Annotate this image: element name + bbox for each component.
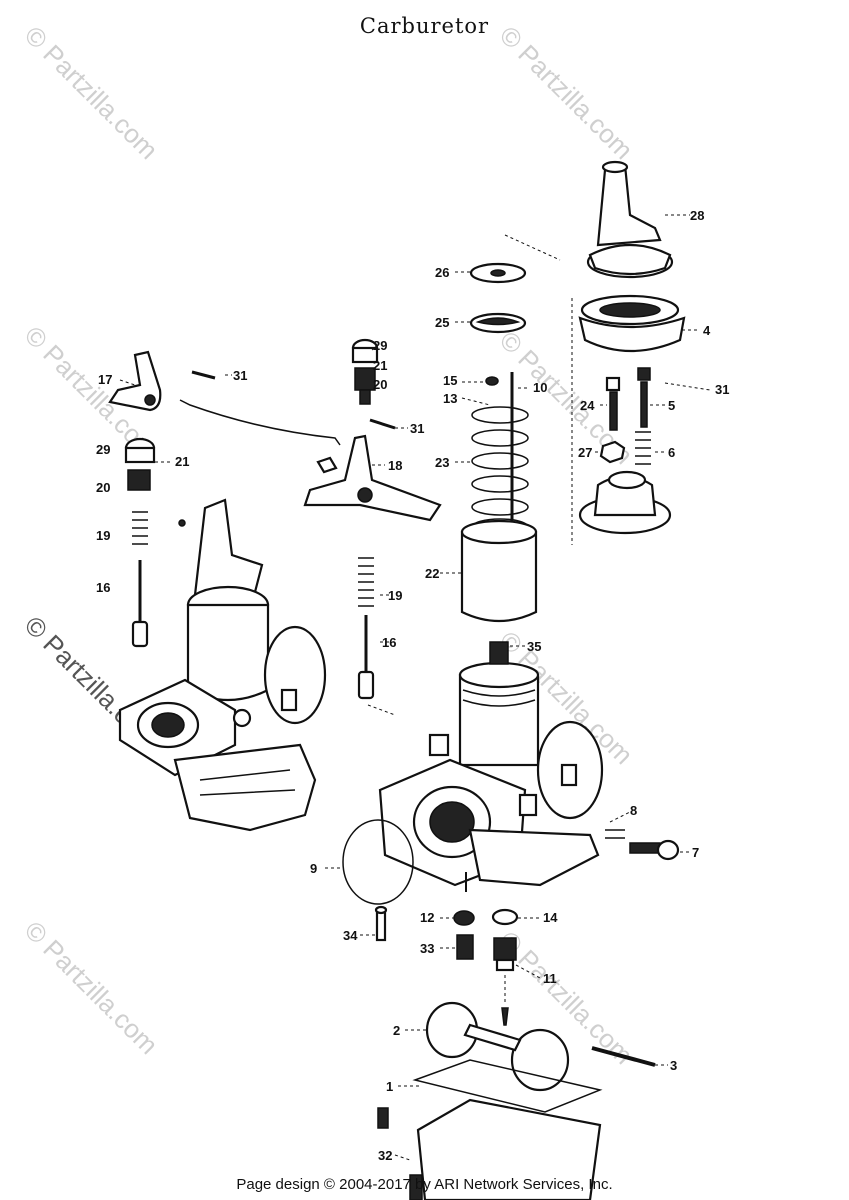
callout-5: 5 — [668, 398, 675, 413]
callout-12: 12 — [420, 910, 434, 925]
part-19-spring — [132, 511, 148, 545]
callout-35: 35 — [527, 639, 541, 654]
part-17-lever — [108, 350, 162, 412]
part-screw — [377, 1107, 389, 1129]
callout-32: 32 — [378, 1148, 392, 1163]
part-float-bowl — [416, 1098, 602, 1200]
callout-16: 16 — [382, 635, 396, 650]
part-5-screw — [637, 367, 651, 428]
part-26-gasket — [469, 262, 527, 284]
part-27-nut — [599, 440, 626, 464]
part-31-pin — [191, 370, 216, 380]
callout-34: 34 — [343, 928, 358, 943]
callout-21: 21 — [175, 454, 189, 469]
part-25-plate — [469, 312, 527, 334]
callout-7: 7 — [692, 845, 699, 860]
part-15-clip — [485, 376, 499, 386]
callout-25: 25 — [435, 315, 449, 330]
callout-11: 11 — [543, 971, 557, 986]
callout-14: 14 — [543, 910, 558, 925]
callout-15: 15 — [443, 373, 457, 388]
part-16-plunger — [131, 560, 149, 648]
part-4-mixing-chamber-cap — [578, 294, 686, 353]
callout-3: 3 — [670, 1058, 677, 1073]
part-cable-holder — [578, 470, 672, 535]
part-6-spring — [635, 431, 651, 465]
callout-20: 20 — [96, 480, 110, 495]
callout-26: 26 — [435, 265, 449, 280]
part-3-float-pin — [591, 1046, 656, 1067]
part-22-throttle-valve — [460, 519, 538, 622]
callout-28: 28 — [690, 208, 704, 223]
part-29-cap — [124, 437, 156, 464]
leader-lines — [119, 214, 711, 1161]
callout-33: 33 — [420, 941, 434, 956]
callout-24: 24 — [580, 398, 595, 413]
callout-20: 20 — [373, 377, 387, 392]
footer-copyright: Page design © 2004-2017 by ARI Network S… — [236, 1176, 613, 1193]
part-20-nut — [127, 469, 151, 491]
part-small-dot — [178, 519, 186, 527]
part-28-top-cap — [586, 160, 674, 279]
part-34-screw — [374, 905, 388, 942]
part-12-washer — [453, 910, 475, 926]
part-1-gasket — [412, 1059, 603, 1113]
callout-18: 18 — [388, 458, 402, 473]
callout-23: 23 — [435, 455, 449, 470]
callout-27: 27 — [578, 445, 592, 460]
page-title: Carburetor — [359, 14, 490, 38]
callout-19: 19 — [388, 588, 402, 603]
callout-10: 10 — [533, 380, 547, 395]
callout-31: 31 — [233, 368, 247, 383]
callout-13: 13 — [443, 391, 457, 406]
callout-21: 21 — [373, 358, 387, 373]
part-7-pilot-screw — [629, 839, 680, 861]
part-23-throttle-spring — [471, 406, 529, 536]
callout-22: 22 — [425, 566, 439, 581]
part-33-jet — [456, 934, 474, 960]
callout-9: 9 — [310, 861, 317, 876]
callout-16: 16 — [96, 580, 110, 595]
part-18-lever-plate — [303, 434, 442, 522]
callout-17: 17 — [98, 372, 112, 387]
callout-31: 31 — [715, 382, 729, 397]
callout-29: 29 — [96, 442, 110, 457]
callout-8: 8 — [630, 803, 637, 818]
part-11-needle-valve — [493, 937, 517, 972]
part-9-o-ring — [342, 819, 414, 905]
part-21-adjuster — [354, 367, 376, 391]
callout-31: 31 — [410, 421, 424, 436]
assembled-carburetor — [118, 498, 327, 832]
part-31-pin — [369, 418, 396, 430]
part-8-spring — [605, 829, 625, 839]
part-32-drain-plug — [409, 1174, 423, 1200]
callout-2: 2 — [393, 1023, 400, 1038]
part-14-washer — [491, 908, 519, 926]
callout-29: 29 — [373, 338, 387, 353]
part-29-cap — [351, 338, 379, 364]
callout-4: 4 — [703, 323, 711, 338]
carburetor-body — [378, 641, 604, 892]
callout-6: 6 — [668, 445, 675, 460]
part-link-rod — [179, 399, 341, 446]
callout-1: 1 — [386, 1079, 393, 1094]
part-2-float — [425, 1001, 570, 1092]
part-24-screw — [605, 376, 621, 431]
callout-labels: 28 4 31 24 5 27 6 26 25 15 10 13 23 22 3… — [96, 208, 729, 1163]
callout-19: 19 — [96, 528, 110, 543]
part-19-spring — [358, 557, 374, 607]
part-20-nut — [359, 389, 371, 405]
part-16-plunger — [357, 615, 375, 700]
part-needle — [501, 1007, 509, 1026]
